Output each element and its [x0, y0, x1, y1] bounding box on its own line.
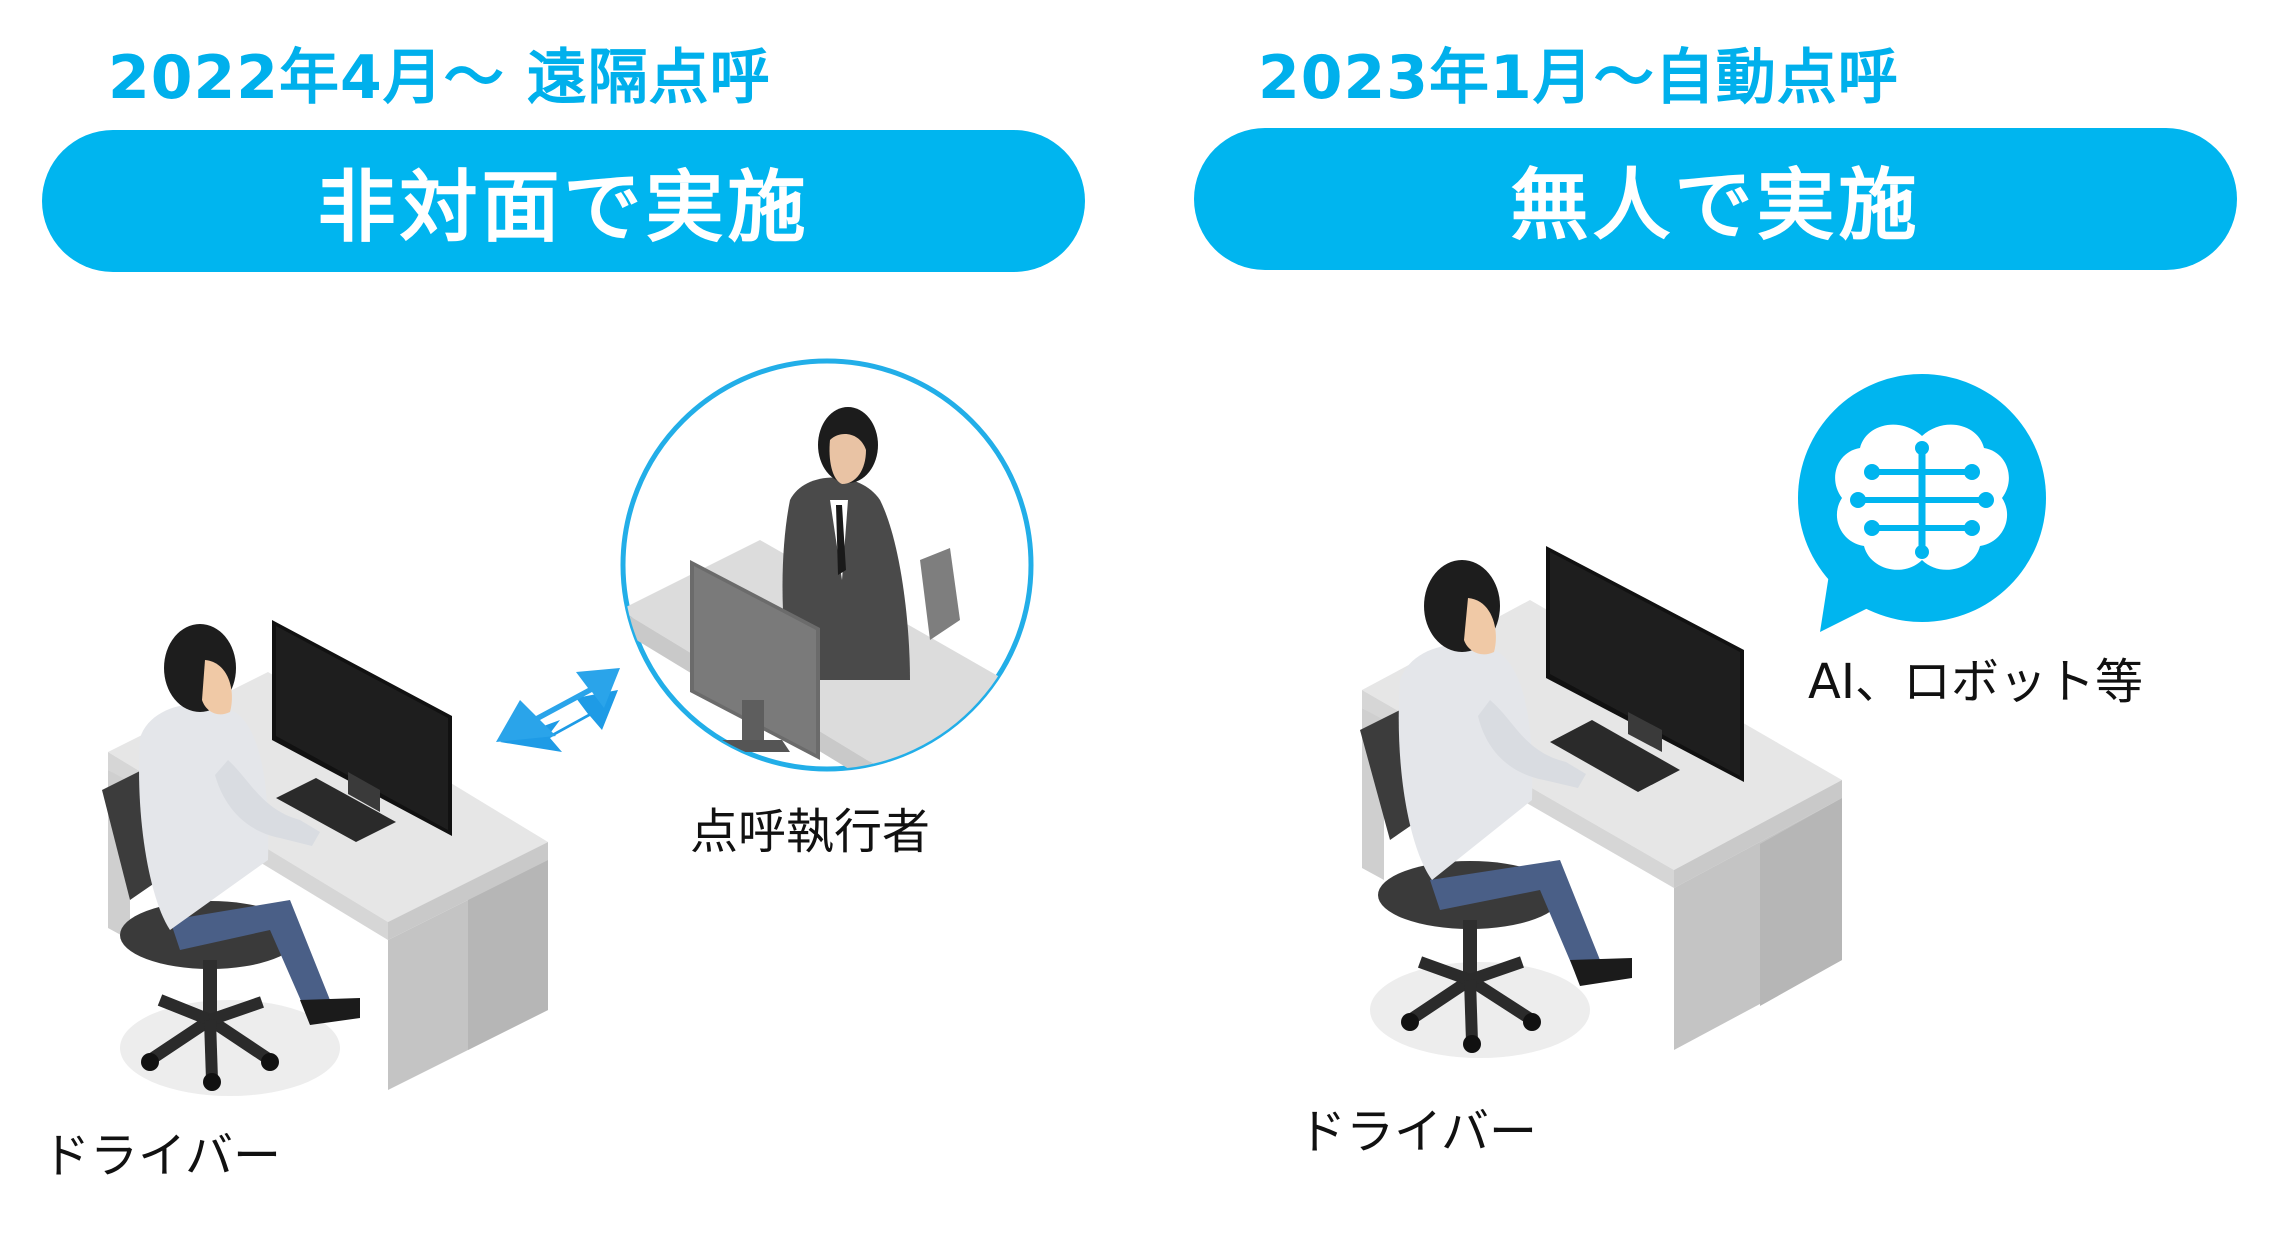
ai-brain-icon [1835, 424, 2009, 570]
ai-speech-bubble [1798, 374, 2046, 632]
left-keyboard [276, 778, 396, 842]
left-driver-label: ドライバー [42, 1128, 282, 1184]
operator-circle [620, 358, 1034, 772]
ai-label: AI、ロボット等 [1808, 654, 2143, 710]
left-driver-person [139, 624, 360, 1025]
left-banner: 非対面で実施 [42, 130, 1085, 272]
operator-label: 点呼執行者 [690, 804, 931, 860]
left-driver-workstation [102, 620, 548, 1096]
right-driver-person [1398, 560, 1632, 986]
right-subtitle: 2023年1月〜自動点呼 [1258, 43, 1899, 113]
right-keyboard [1550, 720, 1680, 792]
right-driver-workstation [1360, 546, 1842, 1058]
right-banner: 無人で実施 [1194, 128, 2237, 270]
left-subtitle: 2022年4月〜 遠隔点呼 [108, 43, 771, 113]
right-driver-label: ドライバー [1298, 1104, 1538, 1160]
double-arrow-icon [496, 668, 620, 752]
